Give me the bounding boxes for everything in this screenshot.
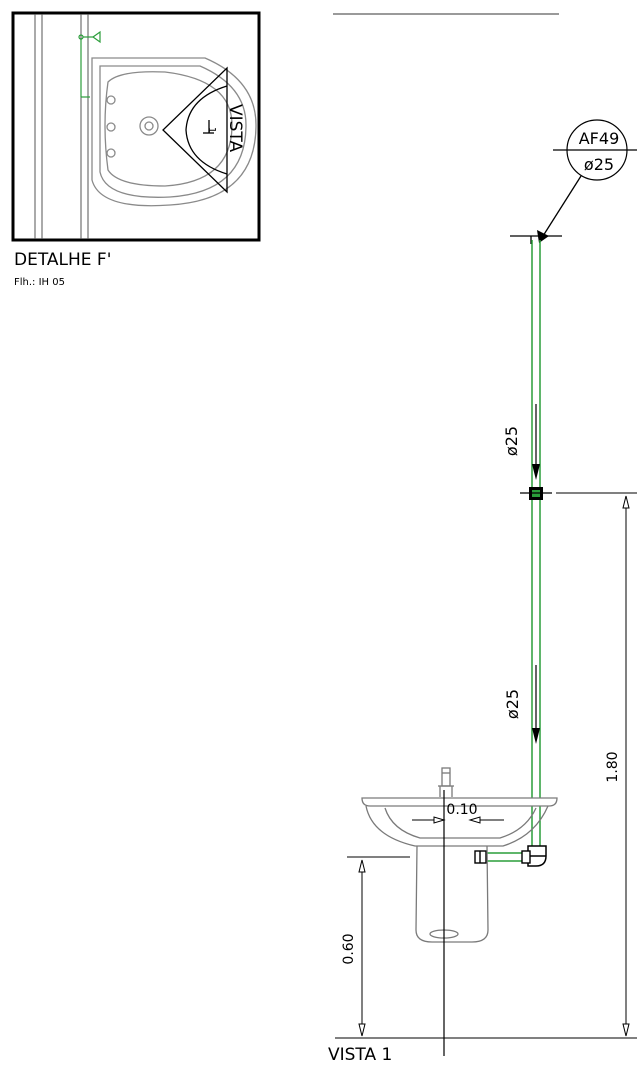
detail-sheet-reference: Flh.: IH 05 [14, 277, 65, 288]
pipe-top-end-marker [510, 235, 562, 244]
flow-arrow-lower [532, 665, 540, 744]
detail-frame [11, 11, 261, 242]
dimension-total-height-value: 1.80 [605, 751, 621, 782]
horizontal-branch-pipe [484, 852, 528, 862]
dimension-offset [412, 816, 504, 824]
vertical-riser-pipe [531, 240, 541, 850]
tag-diameter: ø25 [584, 155, 614, 174]
branch-end-fitting [474, 850, 531, 864]
tag-leader [542, 175, 582, 237]
dimension-offset-value: 0.10 [446, 802, 477, 818]
view-marker-number: 1 [206, 127, 217, 133]
detail-title: DETALHE F' [14, 250, 111, 270]
view-title: VISTA 1 [328, 1045, 392, 1065]
detail-f-inset: 1 VISTA [11, 11, 261, 242]
dimension-sink-height-value: 0.60 [341, 933, 357, 964]
sink-elevation [361, 767, 558, 943]
pipe-label-upper: ø25 [502, 426, 521, 456]
faucet-plan-symbol [78, 30, 101, 98]
dimension-sink-height [335, 856, 637, 1039]
pipe-elbow [527, 845, 547, 867]
tag-code: AF49 [579, 129, 620, 148]
dimension-total-height [556, 492, 637, 1037]
pipe-coupling [520, 487, 552, 500]
view-direction-marker [162, 66, 228, 194]
flow-arrow-upper [532, 404, 540, 480]
pipe-tag-af49: AF49 ø25 [537, 119, 637, 243]
view-marker-label: VISTA [225, 104, 245, 152]
pipe-label-lower: ø25 [503, 689, 522, 719]
